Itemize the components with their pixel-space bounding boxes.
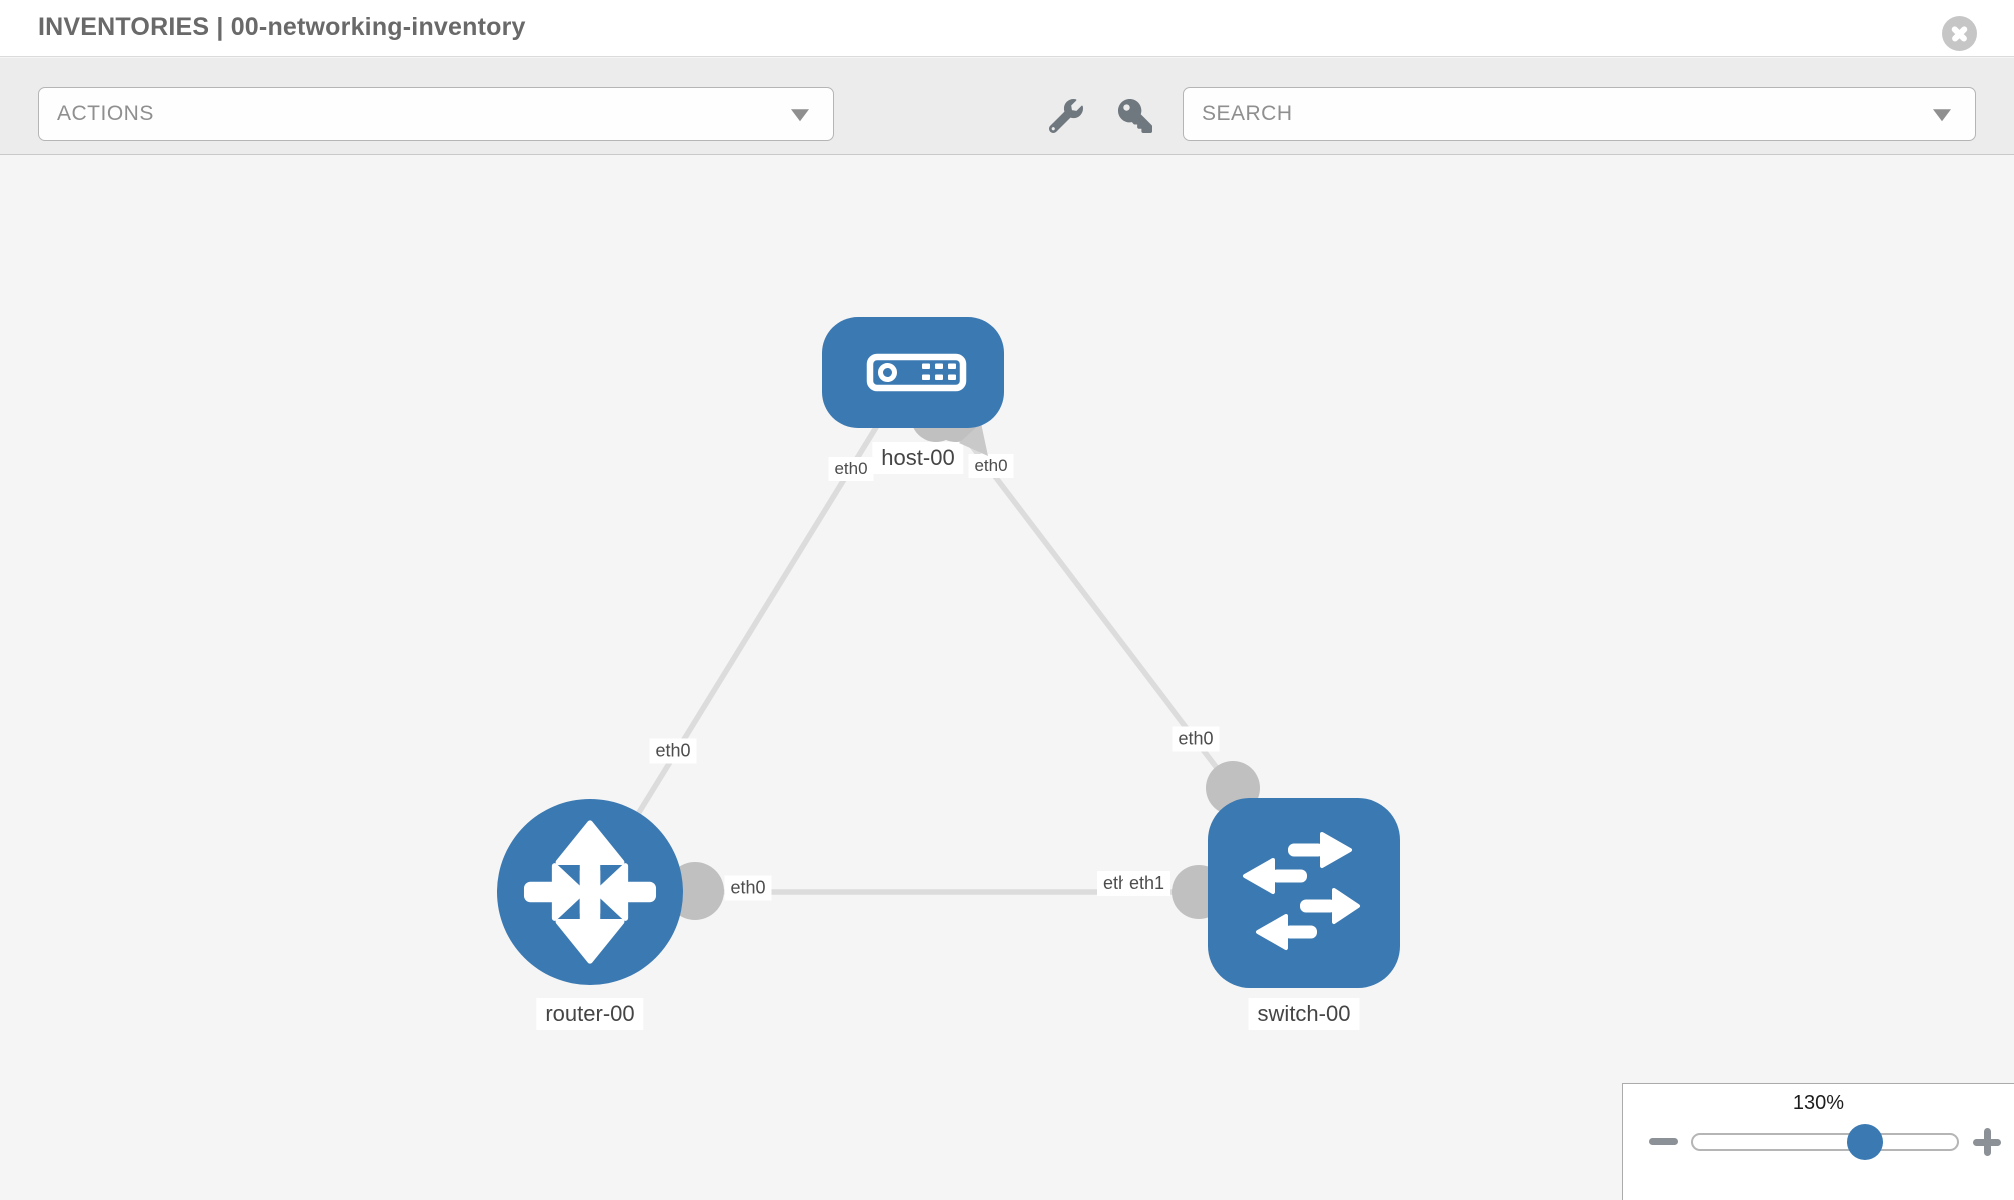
zoom-slider-handle[interactable] <box>1847 1124 1883 1160</box>
actions-dropdown-label: ACTIONS <box>57 102 154 125</box>
toolbar: ACTIONS SEARCH <box>0 58 2014 155</box>
chevron-down-icon <box>791 109 809 122</box>
node-label-host: host-00 <box>872 442 964 474</box>
switch-arrows-icon <box>1243 832 1360 950</box>
node-label-router: router-00 <box>536 998 644 1030</box>
plus-icon <box>1983 1128 1991 1156</box>
node-host-00[interactable] <box>822 317 1004 428</box>
interface-label: eth0 <box>1172 726 1220 752</box>
interface-label: eth0 <box>828 457 874 481</box>
zoom-panel: 130% <box>1622 1083 2014 1200</box>
wrench-icon <box>1049 99 1083 133</box>
titlebar: INVENTORIES | 00-networking-inventory <box>0 0 2014 57</box>
search-dropdown-label: SEARCH <box>1202 102 1293 125</box>
search-dropdown[interactable]: SEARCH <box>1183 87 1976 141</box>
zoom-slider[interactable] <box>1691 1124 1959 1160</box>
topology-canvas[interactable] <box>0 155 2014 1200</box>
zoom-out-button[interactable] <box>1649 1138 1678 1145</box>
key-button[interactable] <box>1112 93 1158 139</box>
node-router-00[interactable] <box>497 799 683 985</box>
host-server-icon <box>866 353 967 392</box>
interface-label: eth1 <box>1123 871 1171 896</box>
node-label-switch: switch-00 <box>1248 998 1360 1030</box>
zoom-in-button[interactable] <box>1973 1128 2001 1156</box>
zoom-level-label: 130% <box>1792 1092 1845 1114</box>
close-button[interactable] <box>1942 16 1977 51</box>
page-title: INVENTORIES | 00-networking-inventory <box>38 13 526 41</box>
interface-label: eth0 <box>724 875 772 901</box>
interface-label: eth0 <box>968 454 1014 478</box>
interface-label: eth0 <box>649 738 697 764</box>
wrench-button[interactable] <box>1043 93 1089 139</box>
key-icon <box>1118 99 1152 133</box>
actions-dropdown[interactable]: ACTIONS <box>38 87 834 141</box>
router-arrows-icon <box>523 820 657 964</box>
chevron-down-icon <box>1933 109 1951 122</box>
node-switch-00[interactable] <box>1208 798 1400 988</box>
